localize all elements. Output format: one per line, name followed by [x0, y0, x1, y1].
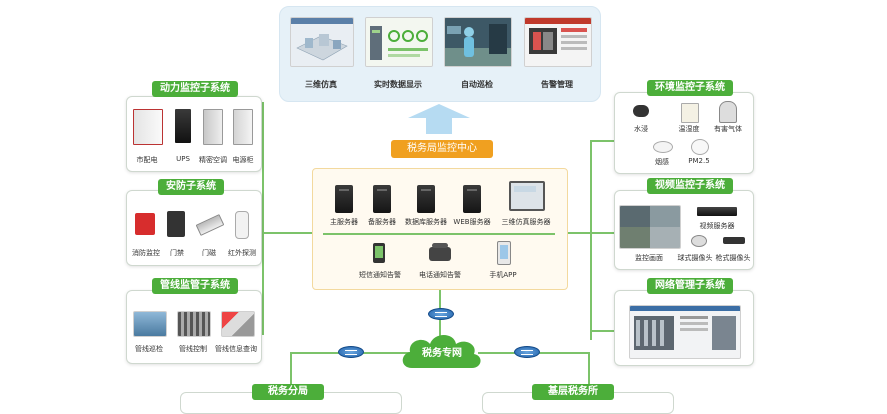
server-label: 备服务器: [368, 218, 396, 226]
environment-item-label: PM2.5: [688, 157, 710, 165]
center-panel: 主服务器 备服务器 数据库服务器 WEB服务器 三维仿真服务器 短信通知告警 电…: [312, 168, 568, 290]
pipeline-panel: 管线巡检 管线控制 管线信息查询: [126, 290, 262, 364]
auto-inspection-icon: [444, 17, 512, 67]
security-item-label: 门禁: [170, 249, 184, 257]
right-link-line: [566, 232, 592, 234]
power-monitor-panel: 市配电 UPS 精密空调 电源柜: [126, 96, 262, 172]
temp-humidity-icon: [681, 103, 699, 123]
door-magnet-icon: [195, 214, 225, 236]
security-item-label: 红外探测: [228, 249, 256, 257]
server-label: 主服务器: [330, 218, 358, 226]
mobile-app-icon: [497, 241, 511, 265]
smoke-detector-icon: [653, 141, 673, 153]
cloud-right-drop: [588, 352, 590, 388]
center-title: 税务局监控中心: [391, 140, 493, 158]
harmful-gas-icon: [719, 101, 737, 123]
precision-ac-icon: [203, 109, 223, 145]
pipeline-query-icon: [221, 311, 255, 337]
environment-item-label: 有害气体: [714, 125, 742, 133]
video-server-icon: [697, 207, 737, 216]
router-icon: [514, 346, 540, 358]
right-stub-2: [590, 232, 614, 234]
pipeline-item-label: 管线巡检: [135, 345, 163, 353]
alarm-management-icon: [524, 17, 592, 67]
right-stub-1: [590, 140, 614, 142]
water-leak-icon: [633, 105, 649, 117]
network-mgmt-panel: [614, 290, 754, 366]
network-label: 税务专网: [422, 348, 462, 359]
security-item-label: 消防监控: [132, 249, 160, 257]
power-monitor-title: 动力监控子系统: [152, 81, 238, 97]
right-bus-line: [590, 140, 592, 340]
security-item-label: 门磁: [202, 249, 216, 257]
video-title: 视频监控子系统: [647, 178, 733, 194]
backup-server-icon: [373, 185, 391, 213]
database-server-icon: [417, 185, 435, 213]
top-item-label: 自动巡检: [461, 80, 493, 89]
power-cabinet-icon: [233, 109, 253, 145]
router-icon: [428, 308, 454, 320]
pipeline-inspection-icon: [133, 311, 167, 337]
power-item-label: 市配电: [136, 156, 158, 164]
network-mgmt-title: 网络管理子系统: [647, 278, 733, 294]
telephone-icon: [429, 243, 451, 261]
grassroots-office-title: 基层税务所: [532, 384, 614, 400]
branch-office-title: 税务分局: [252, 384, 324, 400]
environment-title: 环境监控子系统: [647, 80, 733, 96]
environment-item-label: 温湿度: [678, 125, 700, 133]
video-item-label: 球式摄像头: [677, 254, 713, 262]
access-control-icon: [167, 211, 185, 237]
top-panel: 三维仿真 实时数据显示 自动巡检: [279, 6, 601, 102]
cloud-left-drop: [290, 352, 292, 388]
right-stub-3: [590, 330, 614, 332]
phone-sms-icon: [373, 243, 385, 263]
3d-simulation-icon: [290, 17, 354, 67]
notification-label: 短信通知告警: [359, 271, 401, 279]
pm25-sensor-icon: [691, 139, 709, 155]
security-panel: 消防监控 门禁 门磁 红外探测: [126, 190, 262, 266]
3d-server-monitor-icon: [509, 181, 545, 211]
top-item-label: 告警管理: [541, 80, 573, 89]
main-server-icon: [335, 185, 353, 213]
power-item-label: UPS: [176, 155, 190, 163]
power-item-label: 精密空调: [199, 156, 227, 164]
up-arrow-icon: [408, 104, 470, 134]
video-item-label: 枪式摄像头: [715, 254, 751, 262]
distribution-cabinet-icon: [133, 109, 163, 145]
dome-camera-icon: [691, 235, 707, 247]
network-screen-icon: [629, 305, 741, 359]
fire-monitor-icon: [135, 213, 155, 235]
ups-icon: [175, 109, 191, 143]
video-item-label: 视频服务器: [699, 222, 735, 230]
pipeline-title: 管线监管子系统: [152, 278, 238, 294]
environment-panel: 水浸 温湿度 有害气体 烟感 PM2.5: [614, 92, 754, 174]
pipeline-item-label: 管线信息查询: [215, 345, 257, 353]
notification-label: 手机APP: [489, 271, 517, 279]
left-bus-line: [262, 102, 264, 335]
video-item-label: 监控画面: [635, 254, 663, 262]
router-icon: [338, 346, 364, 358]
bullet-camera-icon: [723, 237, 745, 244]
pipeline-control-icon: [177, 311, 211, 337]
left-link-line: [262, 232, 312, 234]
top-item-label: 三维仿真: [305, 80, 337, 89]
center-bus-line: [323, 233, 555, 235]
network-cloud-icon: [402, 335, 481, 368]
environment-item-label: 水浸: [634, 125, 648, 133]
pipeline-item-label: 管线控制: [179, 345, 207, 353]
server-label: 数据库服务器: [405, 218, 447, 226]
infrared-sensor-icon: [235, 211, 249, 239]
web-server-icon: [463, 185, 481, 213]
monitor-screen-icon: [619, 205, 681, 249]
environment-item-label: 烟感: [655, 158, 669, 166]
realtime-data-icon: [365, 17, 433, 67]
power-item-label: 电源柜: [232, 156, 254, 164]
security-title: 安防子系统: [158, 179, 224, 195]
notification-label: 电话通知告警: [419, 271, 461, 279]
video-panel: 视频服务器 监控画面 球式摄像头 枪式摄像头: [614, 190, 754, 270]
server-label: WEB服务器: [453, 218, 491, 226]
server-label: 三维仿真服务器: [501, 218, 551, 226]
top-item-label: 实时数据显示: [374, 80, 422, 89]
